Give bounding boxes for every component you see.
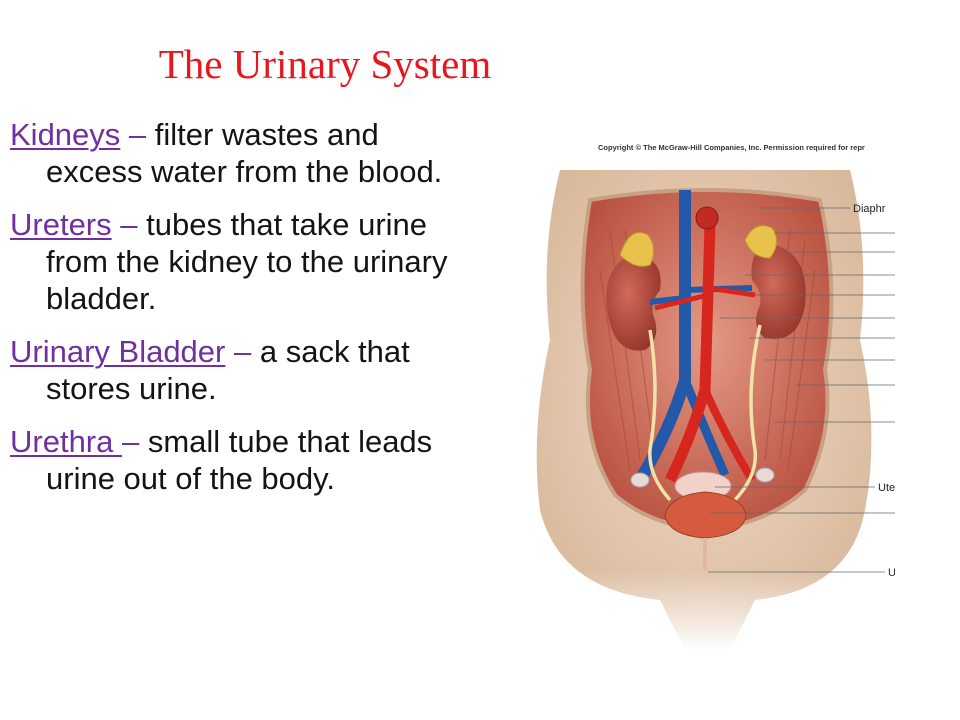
term-name: Ureters xyxy=(10,207,112,242)
term-description: tubes that take urine from the kidney to… xyxy=(46,207,448,316)
iliac-artery xyxy=(701,388,756,483)
term-dash: – xyxy=(121,424,148,459)
right-ureter xyxy=(733,324,762,502)
urinary-bladder xyxy=(664,491,747,539)
term-description: filter wastes and excess water from the … xyxy=(46,117,443,189)
term-dash: – xyxy=(225,334,260,369)
term-name: Urethra xyxy=(10,424,122,459)
left-kidney xyxy=(606,255,661,351)
copyright-notice: Copyright © The McGraw-Hill Companies, I… xyxy=(598,143,865,152)
renal-artery-left xyxy=(654,292,709,311)
terms-list: Kidneys – filter wastes and excess water… xyxy=(10,116,460,513)
iliac-vein xyxy=(680,378,730,477)
left-adrenal-gland xyxy=(619,232,654,267)
term-ureters: Ureters – tubes that take urine from the… xyxy=(10,206,460,317)
term-name: Urinary Bladder xyxy=(10,334,226,369)
term-name: Kidneys xyxy=(10,117,121,152)
term-description: a sack that stores urine. xyxy=(46,334,410,406)
urinary-system-illustration: Copyright © The McGraw-Hill Companies, I… xyxy=(520,130,895,650)
left-ovary xyxy=(630,472,650,488)
term-description: small tube that leads urine out of the b… xyxy=(46,424,433,496)
renal-vein-left xyxy=(649,295,686,305)
left-ureter xyxy=(648,329,672,502)
slide-title: The Urinary System xyxy=(158,41,492,87)
term-kidneys: Kidneys – filter wastes and excess water… xyxy=(10,116,460,190)
term-urethra: Urethra – small tube that leads urine ou… xyxy=(10,423,460,497)
term-dash: – xyxy=(120,117,155,152)
right-ovary xyxy=(755,467,775,483)
right-kidney xyxy=(751,245,806,340)
term-urinary-bladder: Urinary Bladder – a sack that stores uri… xyxy=(10,333,460,407)
right-adrenal-gland xyxy=(744,225,777,259)
bottom-fade xyxy=(520,570,895,650)
term-dash: – xyxy=(111,207,147,242)
label-diaphragm: Diaphr xyxy=(853,203,886,215)
renal-artery-right xyxy=(707,285,756,298)
esophagus-section xyxy=(695,206,719,230)
anatomy-figure-svg: Copyright © The McGraw-Hill Companies, I… xyxy=(520,143,895,650)
label-uterus: Ute xyxy=(878,482,895,494)
